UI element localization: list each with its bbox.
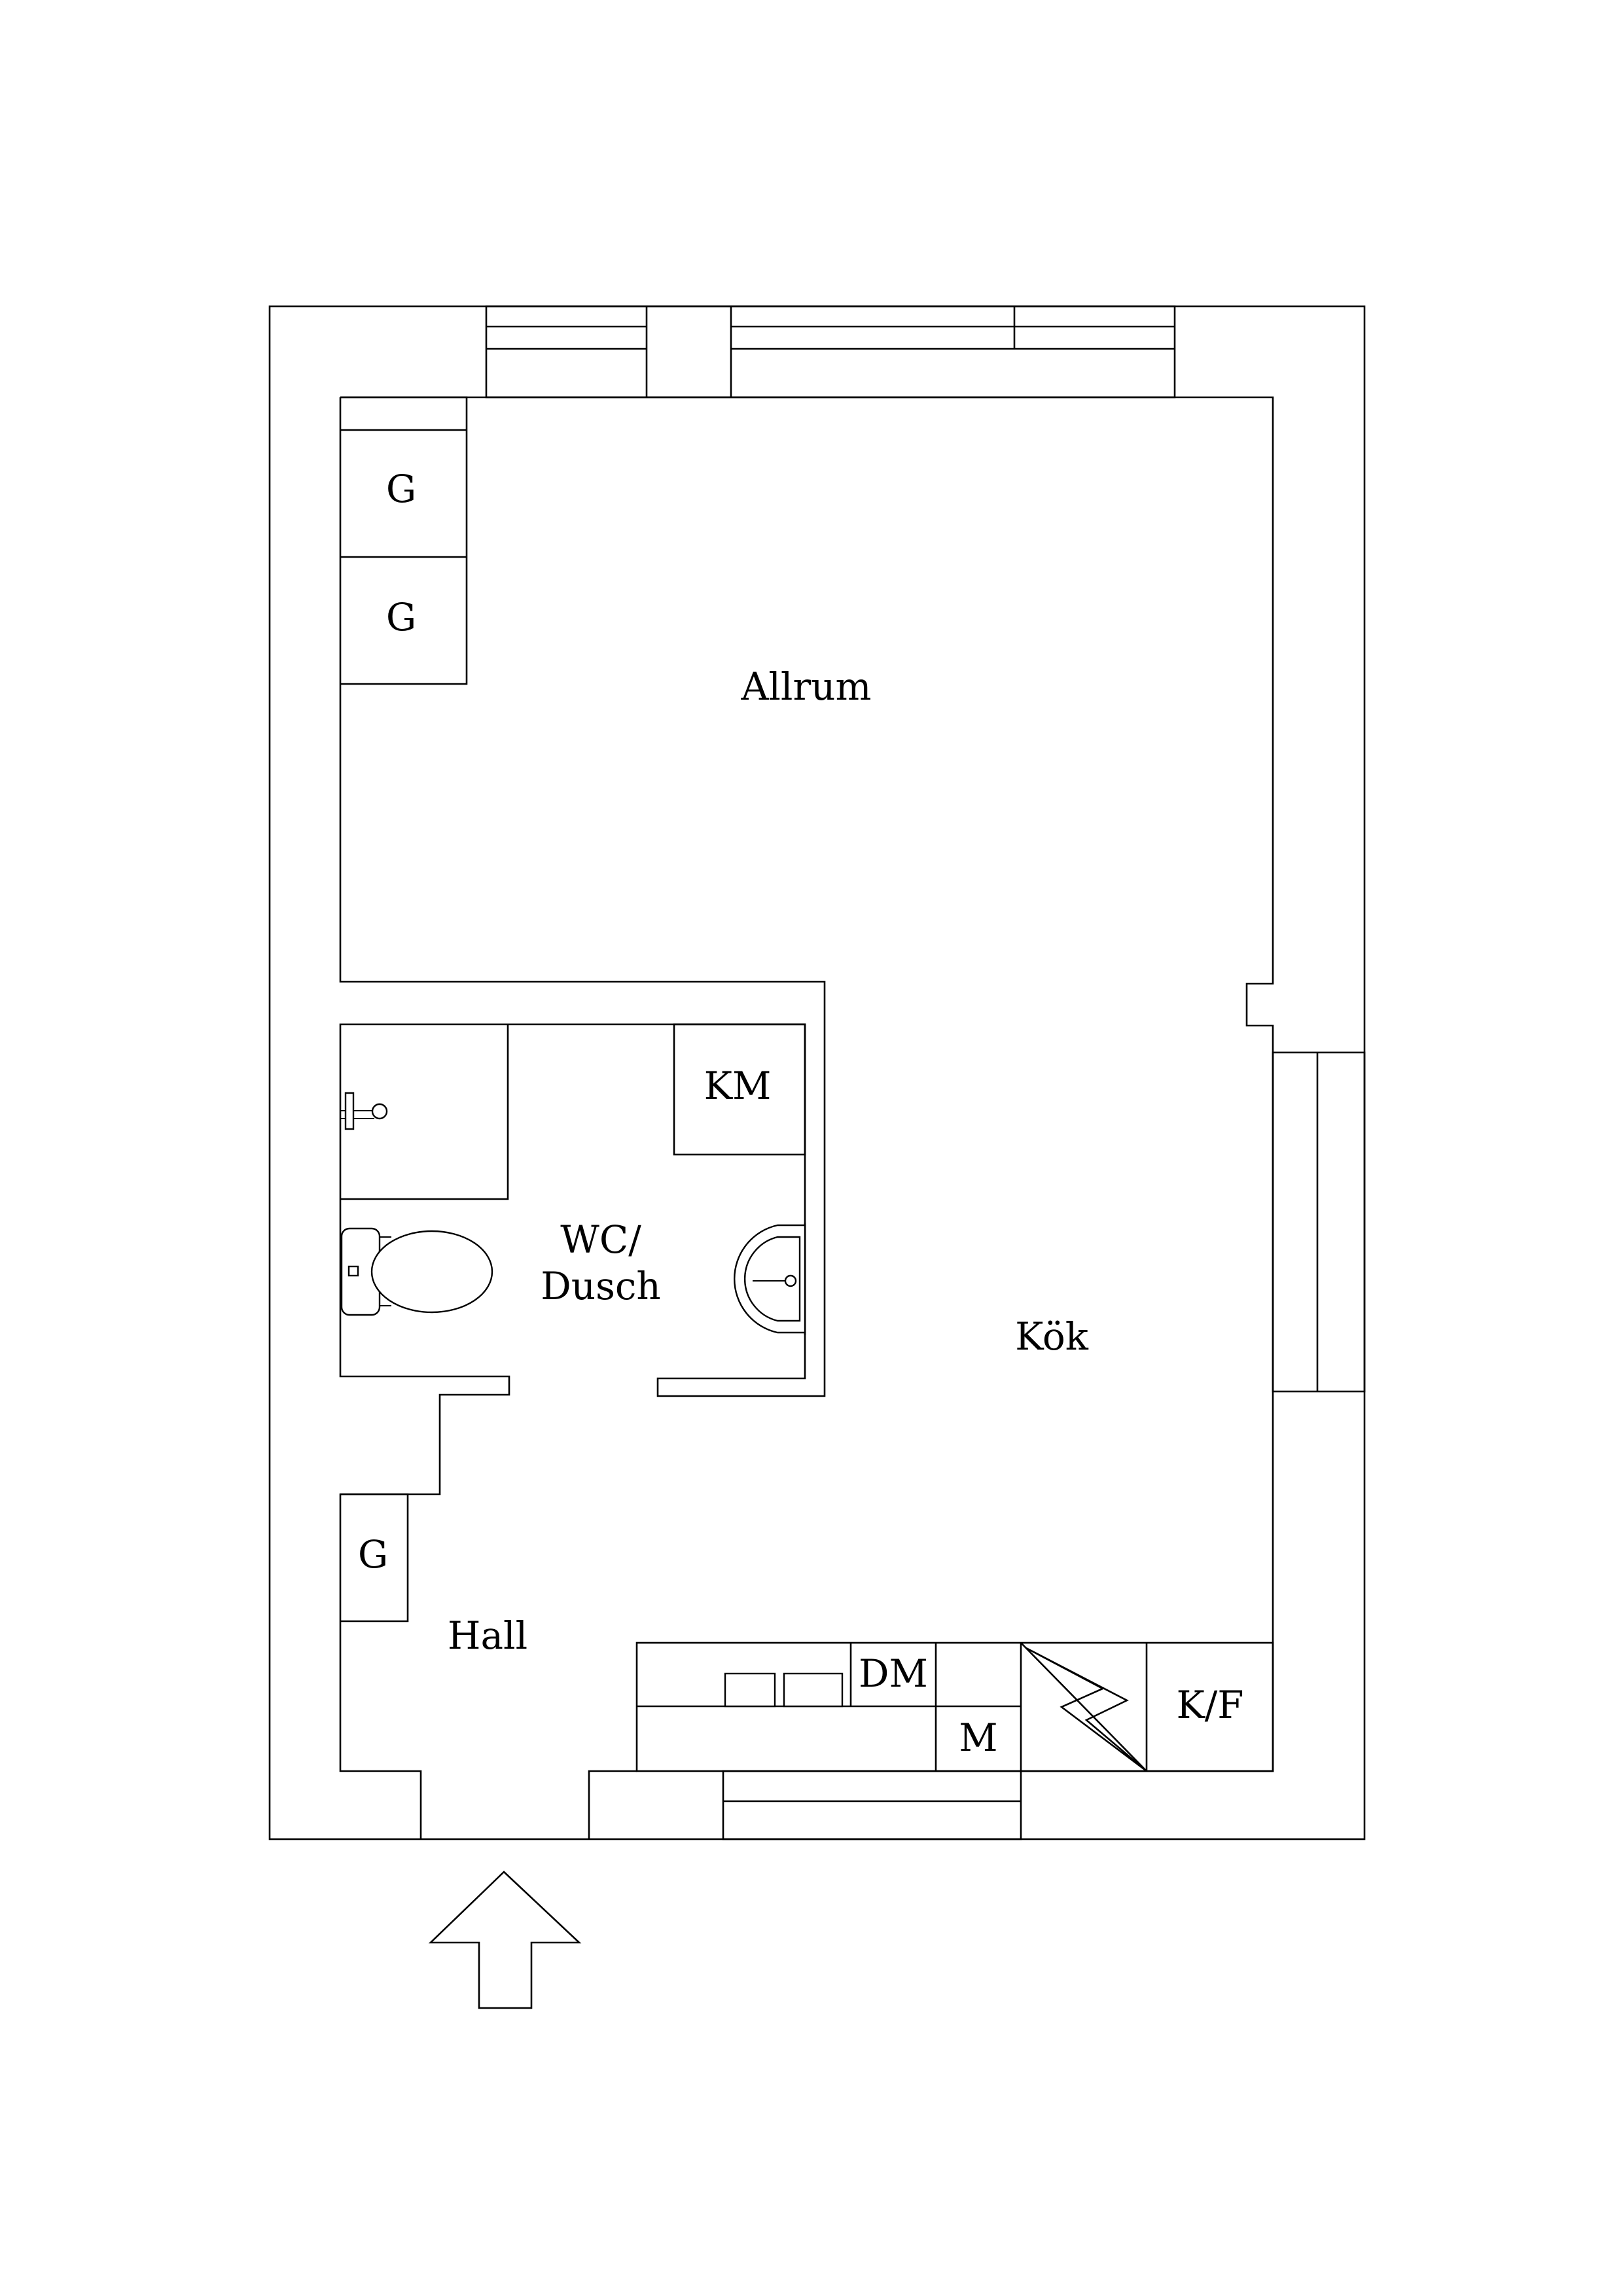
wardrobe-label-3: G — [358, 1532, 388, 1577]
room-label-hall: Hall — [448, 1613, 527, 1658]
stove-icon — [724, 1672, 844, 1708]
wardrobe-hall: G — [340, 1493, 409, 1623]
room-label-wc-line1: WC/ — [560, 1217, 641, 1262]
entrance-wall — [588, 1770, 637, 1839]
shower-head-icon — [340, 1092, 388, 1130]
window-top — [485, 305, 1176, 399]
microwave: M — [959, 1715, 997, 1760]
fridge-freezer: K/F — [1176, 1683, 1243, 1727]
wardrobe-label-2: G — [386, 595, 416, 639]
wardrobe-top: G G — [340, 396, 468, 685]
window-east — [1272, 1051, 1366, 1393]
wardrobe-label-1: G — [386, 467, 416, 511]
entrance-arrow-icon — [428, 1871, 582, 2009]
fridge-freezer-label: K/F — [1176, 1683, 1243, 1727]
outer-wall — [268, 305, 1366, 1840]
dishwasher: DM — [859, 1651, 928, 1696]
shower-area — [340, 1024, 509, 1200]
inner-wall-outline — [340, 396, 1274, 1772]
electric-cabinet-icon — [1020, 1642, 1147, 1772]
inner-wall-west — [339, 397, 826, 1839]
room-label-kok: Kök — [1015, 1314, 1089, 1359]
microwave-label: M — [959, 1715, 997, 1760]
window-bottom — [722, 1770, 1022, 1840]
room-label-wc-line2: Dusch — [541, 1264, 660, 1308]
washing-machine: KM — [673, 1023, 806, 1156]
room-label-allrum: Allrum — [740, 664, 871, 709]
washing-machine-label: KM — [704, 1064, 772, 1108]
sink-icon — [734, 1223, 806, 1335]
toilet-icon — [340, 1227, 493, 1316]
dishwasher-label: DM — [859, 1651, 928, 1696]
